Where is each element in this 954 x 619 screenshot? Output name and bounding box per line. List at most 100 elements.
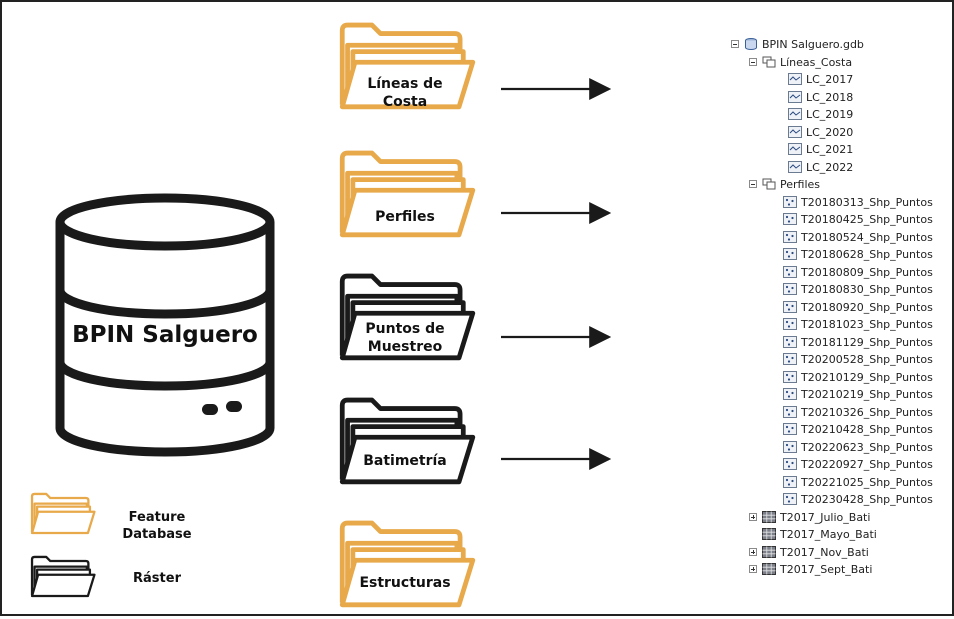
tree-item-point[interactable]: T20180809_Shp_Puntos xyxy=(728,264,950,282)
folder-label: Perfiles xyxy=(375,209,435,225)
tree-item-label: T2017_Julio_Bati xyxy=(780,510,871,524)
tree-item-point[interactable]: T20180628_Shp_Puntos xyxy=(728,246,950,264)
tree-root-gdb[interactable]: BPIN Salguero.gdb xyxy=(728,36,950,54)
tree-item-label: T20180809_Shp_Puntos xyxy=(801,265,933,279)
point-feature-class-icon xyxy=(783,493,797,505)
tree-item-label: BPIN Salguero.gdb xyxy=(762,38,864,51)
tree-item-line[interactable]: LC_2017 xyxy=(728,71,950,89)
point-feature-class-icon xyxy=(783,423,797,435)
tree-item-line[interactable]: LC_2019 xyxy=(728,106,950,124)
tree-item-point[interactable]: T20180920_Shp_Puntos xyxy=(728,299,950,317)
point-feature-class-icon xyxy=(783,388,797,400)
tree-item-point[interactable]: T20221025_Shp_Puntos xyxy=(728,474,950,492)
raster-dataset-icon xyxy=(762,545,776,558)
tree-item-label: Líneas_Costa xyxy=(780,55,853,69)
line-feature-class-icon xyxy=(788,73,802,85)
tree-dataset-lineas[interactable]: Líneas_Costa xyxy=(728,54,950,72)
tree-item-label: T20210219_Shp_Puntos xyxy=(801,388,933,401)
tree-item-label: LC_2017 xyxy=(806,73,854,86)
collapse-icon[interactable] xyxy=(731,40,739,48)
point-feature-class-icon xyxy=(783,300,797,313)
collapse-icon[interactable] xyxy=(749,57,757,66)
geodatabase-icon xyxy=(744,38,758,50)
expand-icon[interactable] xyxy=(749,547,757,556)
tree-item-point[interactable]: T20180524_Shp_Puntos xyxy=(728,229,950,247)
tree-item-label: LC_2022 xyxy=(806,160,854,174)
tree-item-point[interactable]: T20200528_Shp_Puntos xyxy=(728,351,950,369)
tree-item-raster[interactable]: T2017_Sept_Bati xyxy=(728,561,950,579)
point-feature-class-icon xyxy=(783,230,797,243)
tree-item-point[interactable]: T20181129_Shp_Puntos xyxy=(728,334,950,352)
folder-icon-feature xyxy=(338,145,476,249)
database-title: BPIN Salguero xyxy=(72,322,258,348)
tree-item-label: LC_2020 xyxy=(806,125,854,139)
tree-item-label: LC_2018 xyxy=(806,90,854,104)
tree-item-point[interactable]: T20180830_Shp_Puntos xyxy=(728,281,950,299)
legend-folder-icon-feature xyxy=(30,490,96,542)
tree-item-label: T2017_Sept_Bati xyxy=(780,563,873,576)
folder-label: Líneas de Costa xyxy=(367,76,443,110)
legend-raster-label: Ráster xyxy=(133,571,181,586)
tree-item-label: T20210428_Shp_Puntos xyxy=(801,423,933,436)
tree-item-raster[interactable]: T2017_Julio_Bati xyxy=(728,509,950,527)
tree-item-point[interactable]: T20230428_Shp_Puntos xyxy=(728,491,950,509)
tree-item-point[interactable]: T20210219_Shp_Puntos xyxy=(728,386,950,404)
tree-item-line[interactable]: LC_2021 xyxy=(728,141,950,159)
tree-item-point[interactable]: T20180313_Shp_Puntos xyxy=(728,194,950,212)
folder-icon-feature xyxy=(338,515,476,619)
point-feature-class-icon xyxy=(783,353,797,365)
tree-item-point[interactable]: T20181023_Shp_Puntos xyxy=(728,316,950,334)
tree-item-label: T20220623_Shp_Puntos xyxy=(801,440,933,454)
tree-item-label: T2017_Mayo_Bati xyxy=(780,528,877,541)
point-feature-class-icon xyxy=(783,475,797,488)
raster-dataset-icon xyxy=(762,563,776,575)
raster-dataset-icon xyxy=(762,510,776,523)
tree-item-point[interactable]: T20180425_Shp_Puntos xyxy=(728,211,950,229)
tree-item-point[interactable]: T20210326_Shp_Puntos xyxy=(728,404,950,422)
tree-item-label: T20220927_Shp_Puntos xyxy=(801,458,933,471)
line-feature-class-icon xyxy=(788,143,802,155)
point-feature-class-icon xyxy=(783,283,797,295)
tree-item-label: T20210129_Shp_Puntos xyxy=(801,370,933,384)
tree-item-line[interactable]: LC_2020 xyxy=(728,124,950,142)
point-feature-class-icon xyxy=(783,248,797,260)
tree-item-line[interactable]: LC_2018 xyxy=(728,89,950,107)
folder-label: Batimetría xyxy=(363,453,447,469)
point-feature-class-icon xyxy=(783,195,797,208)
tree-item-point[interactable]: T20220623_Shp_Puntos xyxy=(728,439,950,457)
expand-icon[interactable] xyxy=(749,512,757,521)
folder-icon-raster xyxy=(338,392,476,496)
point-feature-class-icon xyxy=(783,335,797,348)
folder-label: Puntos de Muestreo xyxy=(365,321,445,355)
arrows-layer xyxy=(501,78,612,470)
tree-item-point[interactable]: T20210129_Shp_Puntos xyxy=(728,369,950,387)
tree-item-raster[interactable]: T2017_Nov_Bati xyxy=(728,544,950,562)
expand-icon[interactable] xyxy=(749,565,757,573)
database-icon xyxy=(55,193,275,457)
line-feature-class-icon xyxy=(788,160,802,173)
folder-icon-raster xyxy=(338,268,476,372)
tree-item-point[interactable]: T20220927_Shp_Puntos xyxy=(728,456,950,474)
collapse-icon[interactable] xyxy=(749,180,757,188)
tree-item-line[interactable]: LC_2022 xyxy=(728,159,950,177)
line-feature-class-icon xyxy=(788,125,802,138)
tree-item-label: T20200528_Shp_Puntos xyxy=(801,353,933,366)
feature-dataset-icon xyxy=(762,56,776,68)
point-feature-class-icon xyxy=(783,370,797,383)
tree-item-label: T20180830_Shp_Puntos xyxy=(801,283,933,296)
tree-item-label: LC_2021 xyxy=(806,143,854,156)
tree-item-label: T20210326_Shp_Puntos xyxy=(801,405,933,419)
folder-label: Estructuras xyxy=(359,575,451,591)
tree-item-point[interactable]: T20210428_Shp_Puntos xyxy=(728,421,950,439)
tree-item-label: T20180425_Shp_Puntos xyxy=(801,213,933,226)
line-feature-class-icon xyxy=(788,108,802,120)
tree-item-label: T20181023_Shp_Puntos xyxy=(801,318,933,331)
tree-item-label: T20181129_Shp_Puntos xyxy=(801,335,933,349)
legend-feature-label: Feature Database xyxy=(122,510,192,542)
tree-item-label: Perfiles xyxy=(780,178,821,191)
tree-item-raster[interactable]: T2017_Mayo_Bati xyxy=(728,526,950,544)
tree-dataset-perfiles[interactable]: Perfiles xyxy=(728,176,950,194)
tree-item-label: T20180920_Shp_Puntos xyxy=(801,300,933,314)
